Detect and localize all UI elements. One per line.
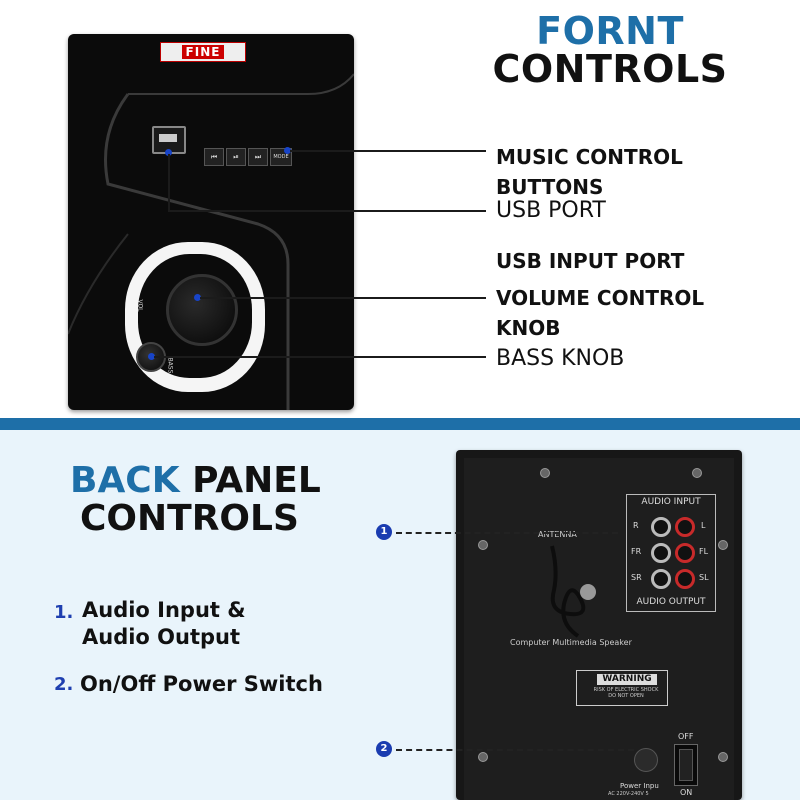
usb-slot (159, 134, 177, 142)
previous-button[interactable]: ⏮ (204, 148, 224, 166)
callout-dot-usb (165, 149, 172, 156)
back-panel: ANTENNA Computer Multimedia Speaker AUDI… (464, 458, 734, 800)
list-item-1-line1: Audio Input & (82, 598, 246, 622)
power-input-text: Power Inpu (620, 782, 659, 790)
label-usb-input: USB INPUT PORT (496, 249, 685, 273)
jack-label-l: L (701, 521, 706, 530)
label-usb-port: USB PORT (496, 198, 606, 223)
label-volume-line1: VOLUME CONTROL (496, 286, 705, 310)
off-text: OFF (678, 732, 694, 741)
brand-logo: FINE (160, 42, 246, 62)
callout-line-usb (168, 210, 486, 212)
front-panel-contour (68, 73, 354, 410)
bass-text: BASS (166, 357, 174, 374)
callout-dot-volume (194, 294, 201, 301)
antenna-cable-icon (550, 545, 596, 638)
jack-label-sl: SL (699, 573, 709, 582)
speaker-front-image: FINE ⏮ ⏯ ⏭ MODE VOL BASS (68, 34, 354, 410)
callout-dot-bass (148, 353, 155, 360)
speaker-back-image: ANTENNA Computer Multimedia Speaker AUDI… (456, 450, 742, 800)
screw (718, 752, 728, 762)
warning-subtext: RISK OF ELECTRIC SHOCK DO NOT OPEN (593, 687, 659, 699)
vol-text: VOL (136, 299, 144, 312)
screw (478, 752, 488, 762)
front-heading: FORNT CONTROLS (480, 12, 740, 88)
callout-number-1: 1 (376, 524, 392, 540)
jack-label-fl: FL (699, 547, 709, 556)
speaker-name-text: Computer Multimedia Speaker (510, 638, 632, 647)
back-heading-blue: BACK (70, 460, 180, 501)
label-bass: BASS KNOB (496, 346, 625, 371)
on-text: ON (680, 788, 693, 797)
audio-jack-sr[interactable] (651, 569, 671, 589)
jack-label-r: R (633, 521, 639, 530)
label-music-line2: BUTTONS (496, 175, 604, 199)
brand-text: FINE (181, 45, 225, 59)
jack-label-fr: FR (631, 547, 642, 556)
back-heading-black-2: CONTROLS (80, 498, 299, 539)
list-item-1-line2: Audio Output (82, 625, 241, 649)
list-num-2: 2. (54, 674, 74, 695)
antenna-text: ANTENNA (538, 530, 577, 539)
power-switch[interactable] (674, 744, 698, 786)
warning-label: WARNING RISK OF ELECTRIC SHOCK DO NOT OP… (576, 670, 668, 706)
callout-number-2: 2 (376, 741, 392, 757)
screw (478, 540, 488, 550)
callout-line-usb-vertical (168, 154, 170, 212)
label-volume-line2: KNOB (496, 316, 561, 340)
next-button[interactable]: ⏭ (248, 148, 268, 166)
warning-title: WARNING (597, 674, 657, 685)
callout-line-volume (200, 297, 486, 299)
list-num-1: 1. (54, 602, 74, 623)
power-cable-knob (634, 748, 658, 772)
list-item-2: On/Off Power Switch (80, 672, 323, 696)
audio-io-panel: AUDIO INPUT AUDIO OUTPUT R FR SR L FL SL (626, 494, 716, 612)
audio-input-title: AUDIO INPUT (641, 497, 701, 507)
audio-jack-sl[interactable] (675, 569, 695, 589)
back-heading: BACK PANEL CONTROLS (70, 462, 321, 538)
front-heading-line1: FORNT (536, 9, 684, 53)
back-heading-black-1: PANEL (179, 460, 321, 501)
jack-label-sr: SR (631, 573, 642, 582)
audio-jack-fl[interactable] (675, 543, 695, 563)
label-music-line1: MUSIC CONTROL (496, 145, 683, 169)
front-heading-line2: CONTROLS (492, 47, 728, 91)
audio-output-title: AUDIO OUTPUT (636, 597, 706, 607)
callout-dash-1 (396, 532, 618, 534)
audio-jack-r[interactable] (651, 517, 671, 537)
screw (692, 468, 702, 478)
audio-jack-l[interactable] (675, 517, 695, 537)
callout-dash-2 (396, 749, 634, 751)
callout-dot-music (284, 147, 291, 154)
section-divider (0, 418, 800, 430)
power-rating-text: AC 220V-240V 5 (608, 791, 649, 797)
screw (540, 468, 550, 478)
music-control-buttons: ⏮ ⏯ ⏭ MODE (204, 148, 292, 166)
play-pause-button[interactable]: ⏯ (226, 148, 246, 166)
screw (718, 540, 728, 550)
callout-line-bass (154, 356, 486, 358)
callout-line-music (290, 150, 486, 152)
volume-knob[interactable] (166, 274, 238, 346)
audio-jack-fr[interactable] (651, 543, 671, 563)
power-switch-rocker (679, 749, 693, 781)
